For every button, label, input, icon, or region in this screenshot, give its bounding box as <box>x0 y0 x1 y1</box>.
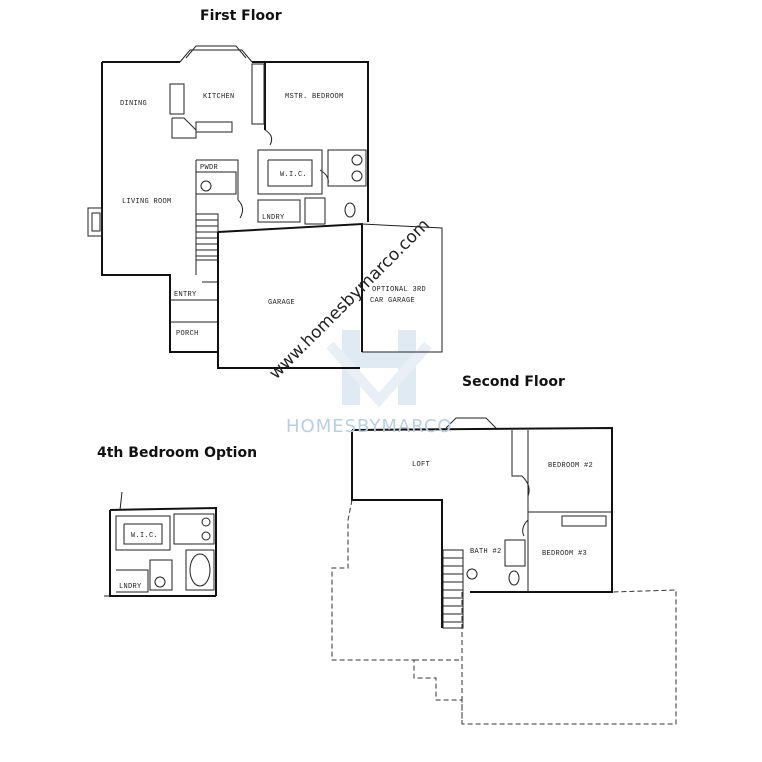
room-garage: GARAGE <box>268 299 295 307</box>
room-laundry: LNDRY <box>262 214 285 222</box>
first-floor-plan <box>87 45 443 369</box>
room-porch: PORCH <box>176 330 199 338</box>
room-loft: LOFT <box>412 461 430 469</box>
watermark-brand: HOMESBYMARCO <box>286 416 453 437</box>
first-floor-stairs <box>195 213 219 261</box>
first-floor-heading: First Floor <box>200 8 282 24</box>
room-powder: PWDR <box>200 164 219 172</box>
bedroom-option-heading: 4th Bedroom Option <box>97 445 257 461</box>
option-room-wic: W.I.C. <box>131 532 158 540</box>
room-dining: DINING <box>120 100 147 108</box>
watermark-logo <box>326 330 432 408</box>
room-kitchen: KITCHEN <box>203 93 235 101</box>
bedroom-option-plan <box>104 491 217 597</box>
room-wic: W.I.C. <box>280 171 307 179</box>
room-bedroom-2: BEDROOM #2 <box>548 462 593 470</box>
room-optional-garage-line2: CAR GARAGE <box>370 297 415 305</box>
second-floor-heading: Second Floor <box>462 374 565 390</box>
second-floor-stairs <box>442 549 464 629</box>
room-master-bedroom: MSTR. BEDROOM <box>285 93 344 101</box>
option-room-laundry: LNDRY <box>119 583 142 591</box>
room-bedroom-3: BEDROOM #3 <box>542 550 587 558</box>
room-entry: ENTRY <box>174 291 197 299</box>
room-living: LIVING ROOM <box>122 198 172 206</box>
room-optional-garage-line1: OPTIONAL 3RD <box>372 286 426 294</box>
room-bath-2: BATH #2 <box>470 548 502 556</box>
second-floor-plan <box>331 417 677 725</box>
